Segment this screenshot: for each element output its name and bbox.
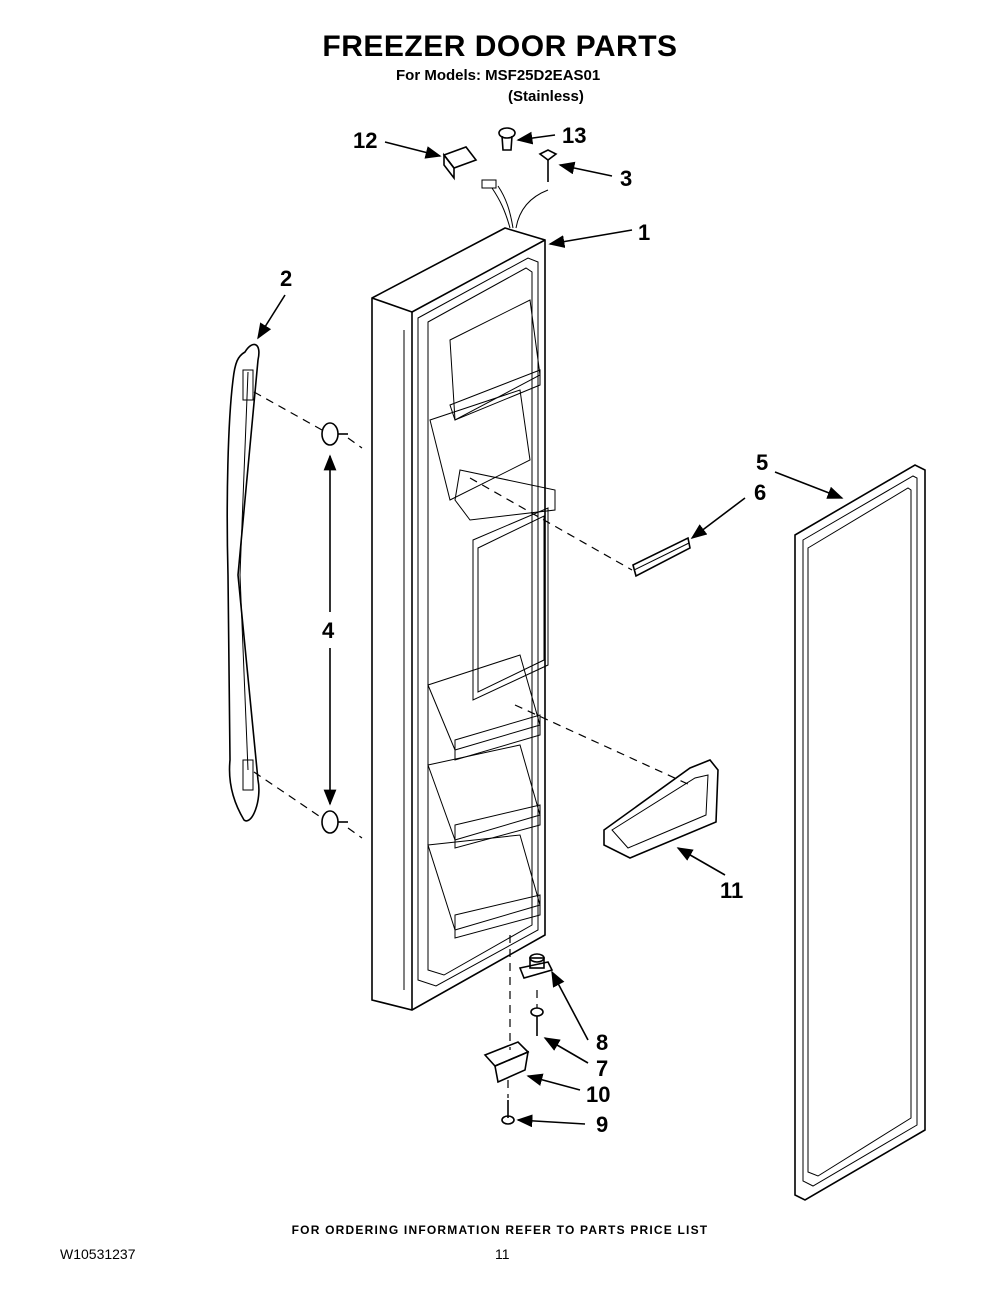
callout-9: 9 <box>596 1112 608 1137</box>
door-hinge <box>483 1041 530 1084</box>
handle-stud-upper <box>321 422 348 446</box>
callout-8: 8 <box>596 1030 608 1055</box>
wire-connector <box>442 146 478 181</box>
callout-2: 2 <box>280 266 292 291</box>
callout-13: 13 <box>562 123 586 148</box>
document-number: W10531237 <box>60 1246 136 1262</box>
hole-plug <box>498 127 516 151</box>
page-number: 11 <box>495 1246 510 1262</box>
callout-11: 11 <box>720 878 743 903</box>
callout-4: 4 <box>322 618 335 643</box>
door-handle <box>226 343 260 822</box>
callout-12: 12 <box>353 128 377 153</box>
callout-7: 7 <box>596 1056 608 1081</box>
door-screw-top <box>538 149 558 182</box>
freezer-door <box>371 179 556 1011</box>
leader-lines <box>257 131 844 1128</box>
hinge-pin <box>518 953 554 979</box>
models-line: For Models: MSF25D2EAS01 <box>396 67 601 84</box>
callout-6: 6 <box>754 480 766 505</box>
assembly-guides <box>253 391 691 1098</box>
page-title: FREEZER DOOR PARTS <box>322 30 678 63</box>
hinge-screw <box>530 1007 544 1036</box>
callout-10: 10 <box>586 1082 610 1107</box>
handle-stud-lower <box>321 810 348 834</box>
callout-3: 3 <box>620 166 632 191</box>
hinge-screw-lower <box>501 1100 515 1125</box>
callout-1: 1 <box>638 220 650 245</box>
variant-label: (Stainless) <box>508 88 584 105</box>
door-bin <box>603 759 719 859</box>
door-gasket <box>794 464 926 1201</box>
callout-5: 5 <box>756 450 768 475</box>
trim-strip <box>632 536 691 578</box>
ordering-note: FOR ORDERING INFORMATION REFER TO PARTS … <box>291 1223 709 1237</box>
